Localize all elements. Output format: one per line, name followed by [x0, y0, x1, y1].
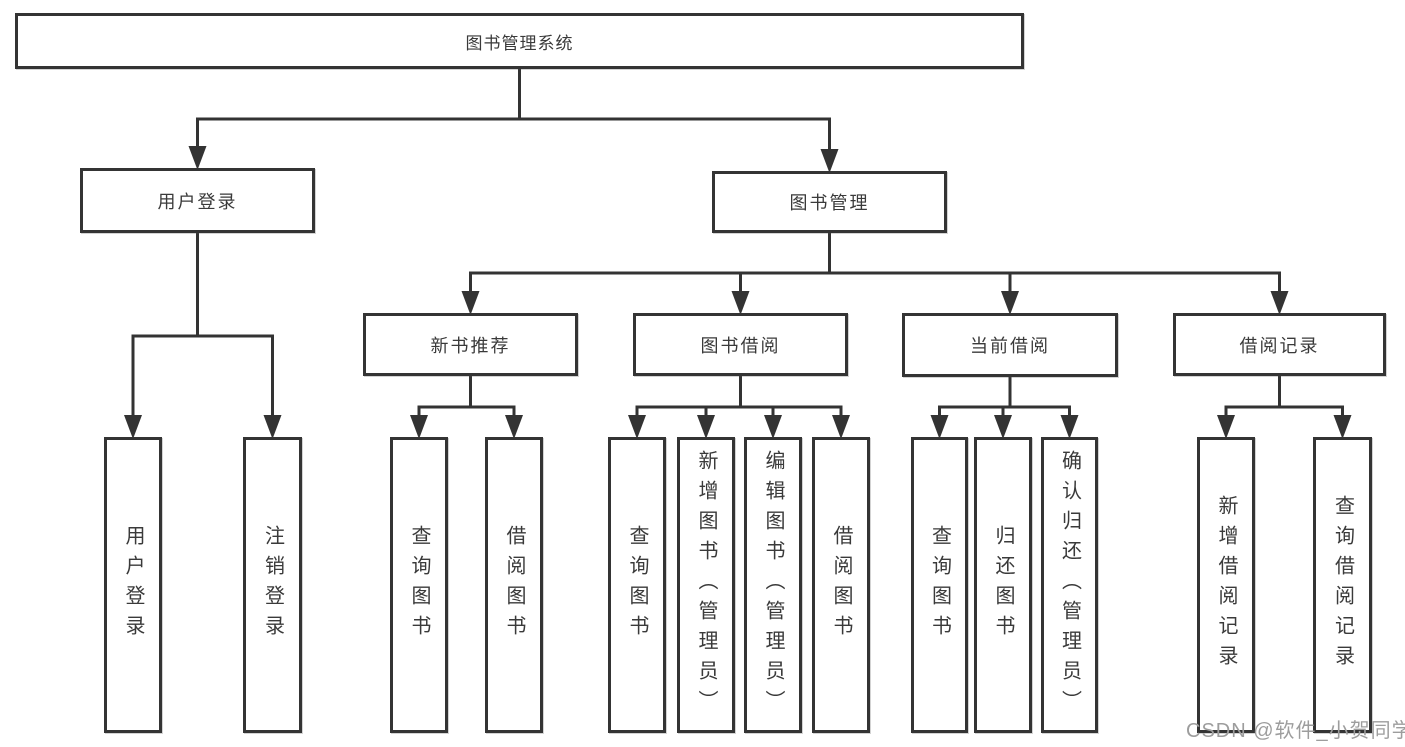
node-label: 图书管理	[789, 193, 870, 213]
arrowhead-icon	[188, 146, 207, 170]
node-label: 查询借阅记录	[1331, 495, 1354, 675]
node-label: 归还图书	[992, 525, 1014, 645]
node-leaf-bb-borrow: 借阅图书	[812, 437, 870, 733]
node-label: 图书借阅	[700, 335, 781, 356]
arrowhead-icon	[1333, 415, 1352, 439]
node-leaf-bb-query: 查询图书	[608, 437, 666, 733]
arrowhead-icon	[731, 291, 750, 315]
arrowhead-icon	[1217, 415, 1235, 439]
node-user-login: 用户登录	[80, 168, 315, 233]
arrowhead-icon	[994, 415, 1012, 439]
node-label: 当前借阅	[970, 336, 1050, 356]
arrowhead-icon	[410, 415, 428, 439]
node-book-borrow: 图书借阅	[633, 313, 848, 376]
node-label: 注销登录	[261, 525, 284, 645]
node-label: 用户登录	[122, 525, 144, 645]
arrowhead-icon	[263, 415, 282, 439]
node-current-borrow: 当前借阅	[902, 313, 1118, 377]
node-leaf-cb-query: 查询图书	[911, 437, 968, 733]
arrowhead-icon	[1060, 415, 1079, 439]
node-borrow-records: 借阅记录	[1173, 313, 1386, 376]
node-label: 新书推荐	[430, 335, 511, 356]
node-leaf-cb-return: 归还图书	[974, 437, 1032, 733]
arrowhead-icon	[697, 415, 715, 439]
arrowhead-icon	[820, 149, 839, 173]
node-label: 确认归还（管理员）	[1058, 450, 1081, 720]
node-leaf-cb-confirm: 确认归还（管理员）	[1041, 437, 1098, 733]
node-label: 借阅图书	[503, 525, 525, 645]
watermark: CSDN @软件_小贺同学	[1186, 720, 1405, 742]
arrowhead-icon	[1001, 291, 1019, 315]
node-book-mgmt: 图书管理	[712, 171, 947, 233]
node-leaf-br-query: 查询借阅记录	[1313, 437, 1372, 733]
node-leaf-bb-edit: 编辑图书（管理员）	[744, 437, 802, 733]
arrowhead-icon	[505, 415, 523, 439]
node-label: 借阅记录	[1239, 335, 1320, 356]
arrowhead-icon	[764, 415, 782, 439]
node-label: 新增图书（管理员）	[695, 450, 717, 720]
node-root: 图书管理系统	[15, 13, 1024, 69]
node-label: 查询图书	[408, 525, 430, 645]
node-label: 用户登录	[157, 191, 238, 212]
node-label: 新增借阅记录	[1215, 495, 1237, 675]
arrowhead-icon	[1270, 291, 1289, 315]
arrowhead-icon	[832, 415, 850, 439]
arrowhead-icon	[461, 291, 480, 315]
node-label: 编辑图书（管理员）	[762, 450, 784, 720]
node-leaf-bb-add: 新增图书（管理员）	[677, 437, 735, 733]
arrowhead-icon	[628, 415, 646, 439]
arrowhead-icon	[124, 415, 142, 439]
arrowhead-icon	[930, 415, 949, 439]
node-leaf-user-login: 用户登录	[104, 437, 162, 733]
node-label: 查询图书	[928, 525, 951, 645]
node-new-book-rec: 新书推荐	[363, 313, 578, 376]
node-label: 查询图书	[626, 525, 648, 645]
node-label: 图书管理系统	[465, 33, 574, 53]
node-leaf-br-add: 新增借阅记录	[1197, 437, 1255, 733]
node-leaf-logout: 注销登录	[243, 437, 302, 733]
node-leaf-nb-borrow: 借阅图书	[485, 437, 543, 733]
node-label: 借阅图书	[830, 525, 852, 645]
node-leaf-nb-query: 查询图书	[390, 437, 448, 733]
